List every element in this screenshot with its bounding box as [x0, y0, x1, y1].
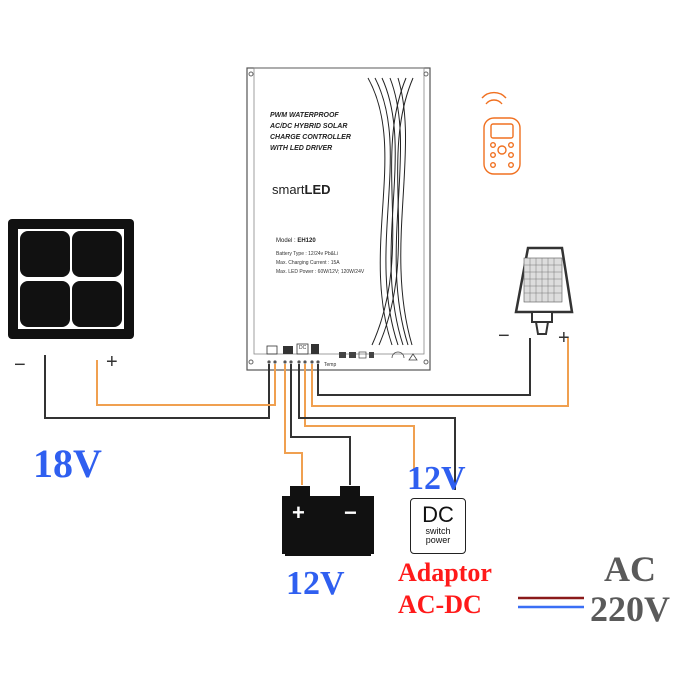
dc-terminal-icon — [296, 343, 309, 355]
heatsink-swirl-graphic — [367, 77, 414, 346]
solar-plus-sign: + — [106, 351, 118, 373]
spec-led-power: Max. LED Power : 60W/12V; 120W/24V — [276, 269, 365, 275]
load-terminal-icon — [339, 352, 346, 358]
dc-box-line-1: switch — [425, 526, 451, 536]
remote-control-icon — [481, 91, 521, 175]
load-terminal-icon — [369, 352, 374, 358]
lamp-plus-sign: + — [558, 327, 570, 349]
battery-terminal-icon — [283, 346, 293, 354]
remote-terminal-icon — [311, 344, 319, 354]
adaptor-dc-voltage-label: 12V — [407, 460, 466, 497]
controller-title-line: PWM WATERPROOF — [270, 112, 339, 119]
adaptor-positive-wire — [304, 364, 415, 470]
battery-plus-sign: + — [292, 500, 305, 525]
load-terminal-icon — [358, 351, 367, 359]
dc-box-title: DC — [422, 502, 454, 527]
lamp-minus-sign: − — [498, 325, 510, 347]
ac-label: AC — [604, 549, 656, 589]
warning-icon — [408, 353, 418, 361]
load-terminal-icon — [349, 352, 356, 358]
dc-terminal-tag: DC — [299, 345, 307, 351]
screw-icon — [248, 359, 254, 365]
screw-icon — [248, 71, 254, 77]
battery-voltage-label: 12V — [286, 565, 345, 602]
brand-logo: smartLED — [272, 182, 331, 197]
wifi-icon — [391, 351, 405, 359]
adaptor-negative-wire — [298, 364, 456, 490]
brand-suffix: LED — [304, 182, 331, 197]
controller-title-line: AC/DC HYBRID SOLAR — [270, 123, 348, 130]
model-line: Model : EH120 — [276, 238, 316, 244]
solar-minus-sign: − — [14, 354, 26, 376]
controller-title: PWM WATERPROOF AC/DC HYBRID SOLAR CHARGE… — [270, 110, 390, 154]
led-street-lamp — [514, 246, 574, 335]
controller-title-line: CHARGE CONTROLLER — [270, 134, 351, 141]
brand-prefix: smart — [272, 182, 305, 197]
solar-negative-wire — [44, 355, 270, 419]
charge-controller — [246, 67, 431, 371]
screw-icon — [423, 359, 429, 365]
spec-battery-type: Battery Type : 12/24v Pb&Li — [276, 251, 338, 257]
terminal-screws — [267, 360, 320, 364]
model-label: Model : — [276, 238, 298, 244]
temp-label: Temp — [324, 362, 337, 368]
model-value: EH120 — [297, 238, 316, 244]
solar-terminal-icon — [266, 345, 278, 355]
dc-switch-power-box: DC switch power — [410, 498, 466, 554]
lamp-negative-wire — [317, 338, 531, 396]
controller-title-line: WITH LED DRIVER — [270, 145, 333, 152]
battery-minus-sign: − — [344, 500, 357, 525]
dc-box-line-2: power — [425, 535, 451, 545]
screw-icon — [423, 71, 429, 77]
adaptor-type-label: AC-DC — [398, 590, 482, 619]
spec-charging-current: Max. Charging Current : 15A — [276, 260, 340, 266]
solar-positive-wire — [96, 360, 276, 406]
wires — [44, 338, 584, 609]
adaptor-label: Adaptor — [398, 558, 492, 587]
ac-voltage-label: 220V — [590, 589, 670, 629]
solar-voltage-label: 18V — [33, 441, 102, 486]
battery-positive-wire — [284, 364, 303, 485]
solar-panel — [8, 219, 134, 339]
lamp-positive-wire — [311, 338, 569, 407]
battery — [282, 486, 374, 556]
battery-negative-wire — [290, 364, 351, 485]
